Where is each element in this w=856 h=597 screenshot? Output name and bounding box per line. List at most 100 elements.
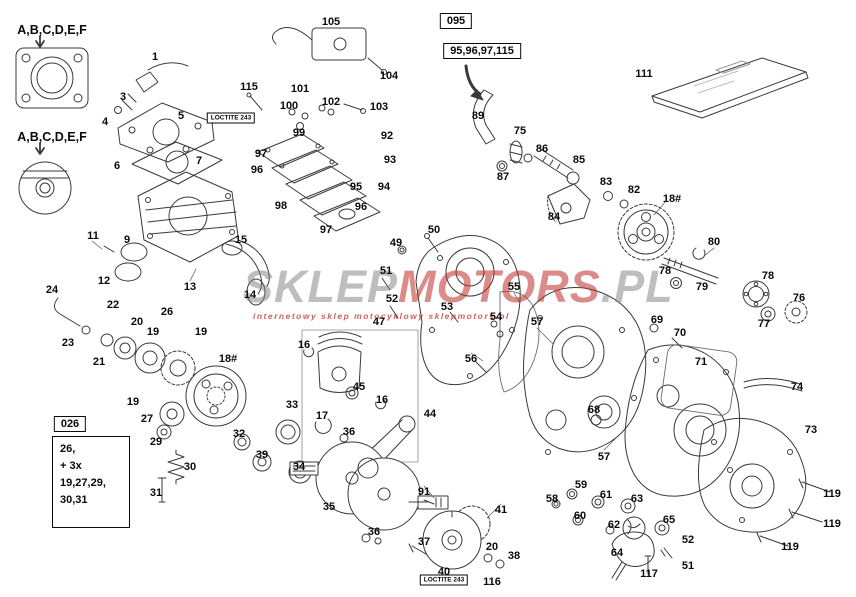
kickstarter-lever-drawing: [472, 89, 496, 145]
note-box-line: 19,27,29,: [60, 477, 106, 490]
piston-front-view-drawing: [18, 161, 72, 215]
part-callout-12: 12: [97, 275, 111, 287]
part-callout-84: 84: [547, 211, 561, 223]
part-callout-52: 52: [385, 293, 399, 305]
part-callout-41: 41: [494, 504, 508, 516]
part-callout-94: 94: [377, 181, 391, 193]
part-callout-37: 37: [417, 536, 431, 548]
part-callout-11: 11: [87, 230, 99, 242]
part-callout-19: 19: [146, 326, 160, 338]
part-callout-18#: 18#: [218, 353, 238, 365]
part-callout-97: 97: [254, 148, 268, 160]
part-callout-14: 14: [243, 289, 257, 301]
part-callout-119: 119: [823, 488, 841, 500]
spring-hook-drawing: [54, 297, 91, 335]
part-callout-24: 24: [45, 284, 59, 296]
part-callout-22: 22: [106, 299, 120, 311]
part-callout-60: 60: [573, 510, 587, 522]
part-callout-29: 29: [149, 436, 163, 448]
gasket-kit-envelope-drawing: [651, 57, 809, 119]
part-callout-91: 91: [417, 486, 431, 498]
part-callout-35: 35: [322, 501, 336, 513]
part-callout-5: 5: [177, 110, 185, 122]
output-shaft-drawing: [661, 247, 808, 324]
part-callout-53: 53: [440, 301, 454, 313]
part-callout-97: 97: [319, 224, 333, 236]
water-pump-parts-drawing: [551, 488, 673, 581]
part-callout-36: 36: [342, 426, 356, 438]
part-callout-104: 104: [379, 70, 399, 82]
part-callout-34: 34: [292, 461, 306, 473]
part-callout-51: 51: [681, 560, 695, 572]
part-callout-16: 16: [297, 339, 311, 351]
part-callout-89: 89: [471, 110, 485, 122]
group-label-1: A,B,C,D,E,F: [17, 23, 87, 37]
part-callout-44: 44: [423, 408, 437, 420]
cylinder-front-view-drawing: [15, 47, 89, 109]
note-box-line: 26,: [60, 443, 76, 455]
ignition-rotor-drawing: [361, 505, 505, 570]
part-callout-49: 49: [389, 237, 403, 249]
part-callout-16: 16: [375, 394, 389, 406]
part-callout-99: 99: [292, 127, 306, 139]
part-callout-117: 117: [640, 568, 658, 580]
part-callout-19: 19: [194, 326, 208, 338]
part-callout-74: 74: [790, 381, 804, 393]
part-callout-3: 3: [119, 91, 127, 103]
arrow-down-icon: [35, 35, 45, 48]
part-callout-76: 76: [792, 292, 806, 304]
part-callout-78: 78: [761, 270, 775, 282]
part-callout-63: 63: [630, 493, 644, 505]
part-callout-57: 57: [530, 316, 544, 328]
part-callout-47: 47: [372, 316, 386, 328]
arrow-down-icon: [35, 142, 45, 155]
reed-fasteners-drawing: [246, 92, 366, 130]
group-label-2: A,B,C,D,E,F: [17, 130, 87, 144]
part-callout-116: 116: [483, 576, 501, 588]
part-callout-98: 98: [274, 200, 288, 212]
part-callout-119: 119: [781, 541, 799, 553]
part-callout-68: 68: [587, 404, 601, 416]
cylinder-head-drawing: [117, 102, 215, 163]
part-callout-87: 87: [496, 171, 510, 183]
part-callout-45: 45: [352, 381, 366, 393]
part-callout-6: 6: [113, 160, 121, 172]
part-callout-18#: 18#: [662, 193, 682, 205]
part-callout-96: 96: [250, 164, 264, 176]
cylinder-drawing: [137, 171, 239, 263]
spark-plug-drawing: [114, 62, 189, 114]
part-callout-75: 75: [513, 125, 527, 137]
part-callout-23: 23: [61, 337, 75, 349]
part-callout-73: 73: [804, 424, 818, 436]
part-callout-100: 100: [279, 100, 299, 112]
outer-cover-drawing: [698, 417, 807, 533]
part-callout-54: 54: [489, 311, 503, 323]
part-callout-19: 19: [126, 396, 140, 408]
part-callout-111: 111: [635, 68, 653, 80]
part-callout-36: 36: [367, 526, 381, 538]
part-callout-96: 96: [354, 201, 368, 213]
part-callout-59: 59: [574, 479, 588, 491]
part-callout-55: 55: [507, 281, 521, 293]
part-callout-39: 39: [255, 449, 269, 461]
crank-bearings-drawing: [233, 418, 349, 484]
boxed-label-loctite-243: LOCTITE 243: [206, 112, 256, 124]
crankcase-drawing: [523, 286, 741, 497]
leader-lines: [91, 200, 715, 519]
part-callout-15: 15: [234, 234, 248, 246]
note-box-line: + 3x: [60, 460, 82, 473]
part-callout-32: 32: [232, 428, 246, 440]
boxed-label-95-96-97-115: 95,96,97,115: [443, 43, 521, 59]
part-callout-105: 105: [321, 16, 341, 28]
note-box-line: 30,31: [60, 494, 88, 507]
part-callout-77: 77: [757, 318, 771, 330]
part-callout-93: 93: [383, 154, 397, 166]
part-callout-70: 70: [673, 327, 687, 339]
part-callout-38: 38: [507, 550, 521, 562]
part-callout-27: 27: [140, 413, 154, 425]
crankshaft-drawing: [289, 415, 449, 531]
part-callout-57: 57: [597, 451, 611, 463]
clutch-cover-drawing: [381, 233, 540, 393]
kickstart-shaft-drawing: [496, 140, 591, 225]
